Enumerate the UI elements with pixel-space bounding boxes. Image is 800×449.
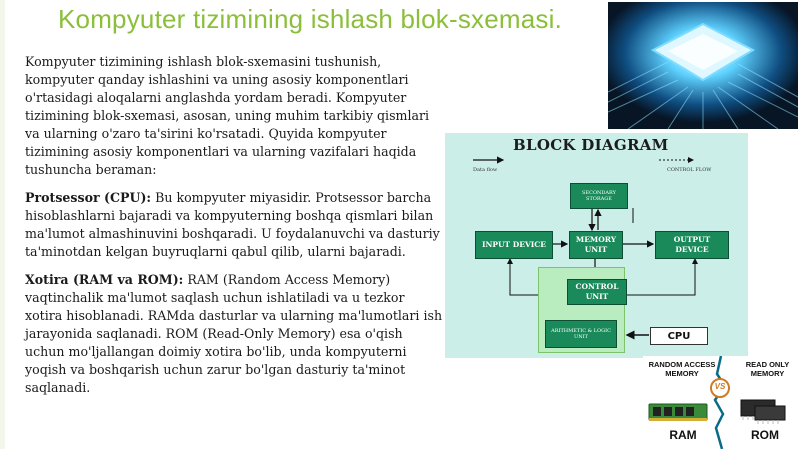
slide-accent-band — [0, 0, 5, 449]
memory-paragraph: Xotira (RAM va ROM): RAM (Random Access … — [25, 271, 445, 397]
data-flow-label: Data flow — [473, 167, 498, 173]
secondary-storage-box: SECONDARY STORAGE — [570, 183, 628, 209]
ram-stick-icon — [648, 403, 708, 421]
rom-header: READ ONLY MEMORY — [745, 360, 790, 378]
memory-unit-box: MEMORY UNIT — [569, 231, 623, 259]
input-device-box: INPUT DEVICE — [475, 231, 553, 259]
ram-label: RAM — [669, 428, 697, 442]
memory-heading: Xotira (RAM va ROM): — [25, 272, 184, 287]
cpu-text: Bu kompyuter miyasidir. Protsessor barch… — [25, 190, 440, 259]
slide-title: Kompyuter tizimining ishlash blok-sxemas… — [58, 4, 563, 34]
ram-rom-graphic — [648, 356, 786, 449]
intro-paragraph: Kompyuter tizimining ishlash blok-sxemas… — [25, 54, 430, 177]
block-diagram: BLOCK DIAGRAM Data flow CONTROL FLOW SEC… — [445, 133, 748, 358]
cpu-paragraph: Protsessor (CPU): Bu kompyuter miyasidir… — [25, 189, 445, 261]
cpu-chip-photo — [608, 2, 798, 129]
cpu-label: CPU — [650, 327, 708, 345]
rom-chip-icon — [740, 399, 786, 424]
ram-header: RANDOM ACCESS MEMORY — [648, 360, 716, 378]
ram-vs-rom-image: RANDOM ACCESS MEMORY READ ONLY MEMORY — [643, 356, 800, 449]
cpu-chip-image — [608, 2, 798, 129]
vs-badge-icon — [710, 378, 730, 398]
slide-body: Kompyuter tizimining ishlash blok-sxemas… — [25, 53, 445, 407]
cpu-heading: Protsessor (CPU): — [25, 190, 152, 205]
diagram-title: BLOCK DIAGRAM — [513, 136, 669, 154]
rom-label: ROM — [751, 428, 779, 442]
control-flow-label: CONTROL FLOW — [667, 167, 712, 173]
output-device-box: OUTPUT DEVICE — [655, 231, 729, 259]
vs-label: VS — [714, 382, 726, 391]
alu-box: ARITHMETIC & LOGIC UNIT — [545, 320, 617, 348]
control-unit-box: CONTROL UNIT — [567, 279, 627, 305]
memory-text: RAM (Random Access Memory) vaqtinchalik … — [25, 272, 443, 395]
